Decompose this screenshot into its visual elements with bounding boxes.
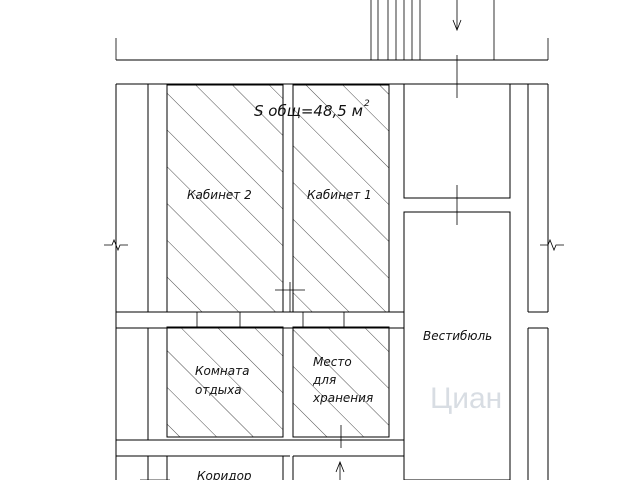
watermark: Циан xyxy=(430,382,502,415)
room-office-1-label: Кабинет 1 xyxy=(307,188,372,202)
room-rest-label-2: отдыха xyxy=(195,383,242,397)
room-corridor xyxy=(140,439,404,480)
room-storage-label-3: хранения xyxy=(312,391,373,405)
room-rest xyxy=(166,326,284,438)
middle-wall xyxy=(148,311,404,329)
area-superscript: 2 xyxy=(364,99,370,109)
room-storage xyxy=(292,326,390,448)
outer-wall-right xyxy=(509,84,564,480)
room-corridor-label: Коридор xyxy=(197,469,252,480)
outer-wall-left xyxy=(104,84,149,480)
room-office-1 xyxy=(275,84,390,313)
room-office-2-label: Кабинет 2 xyxy=(187,188,252,202)
room-vestibule xyxy=(403,211,511,480)
area-label: S общ=48,5 м xyxy=(254,102,363,120)
room-vestibule-label: Вестибюль xyxy=(423,329,492,343)
room-stair-hall xyxy=(403,83,511,225)
room-storage-label-2: для xyxy=(312,373,336,387)
room-storage-label-1: Место xyxy=(313,355,352,369)
room-office-2 xyxy=(166,84,284,313)
top-stair-lines xyxy=(115,0,549,60)
room-rest-label-1: Комната xyxy=(195,364,249,378)
